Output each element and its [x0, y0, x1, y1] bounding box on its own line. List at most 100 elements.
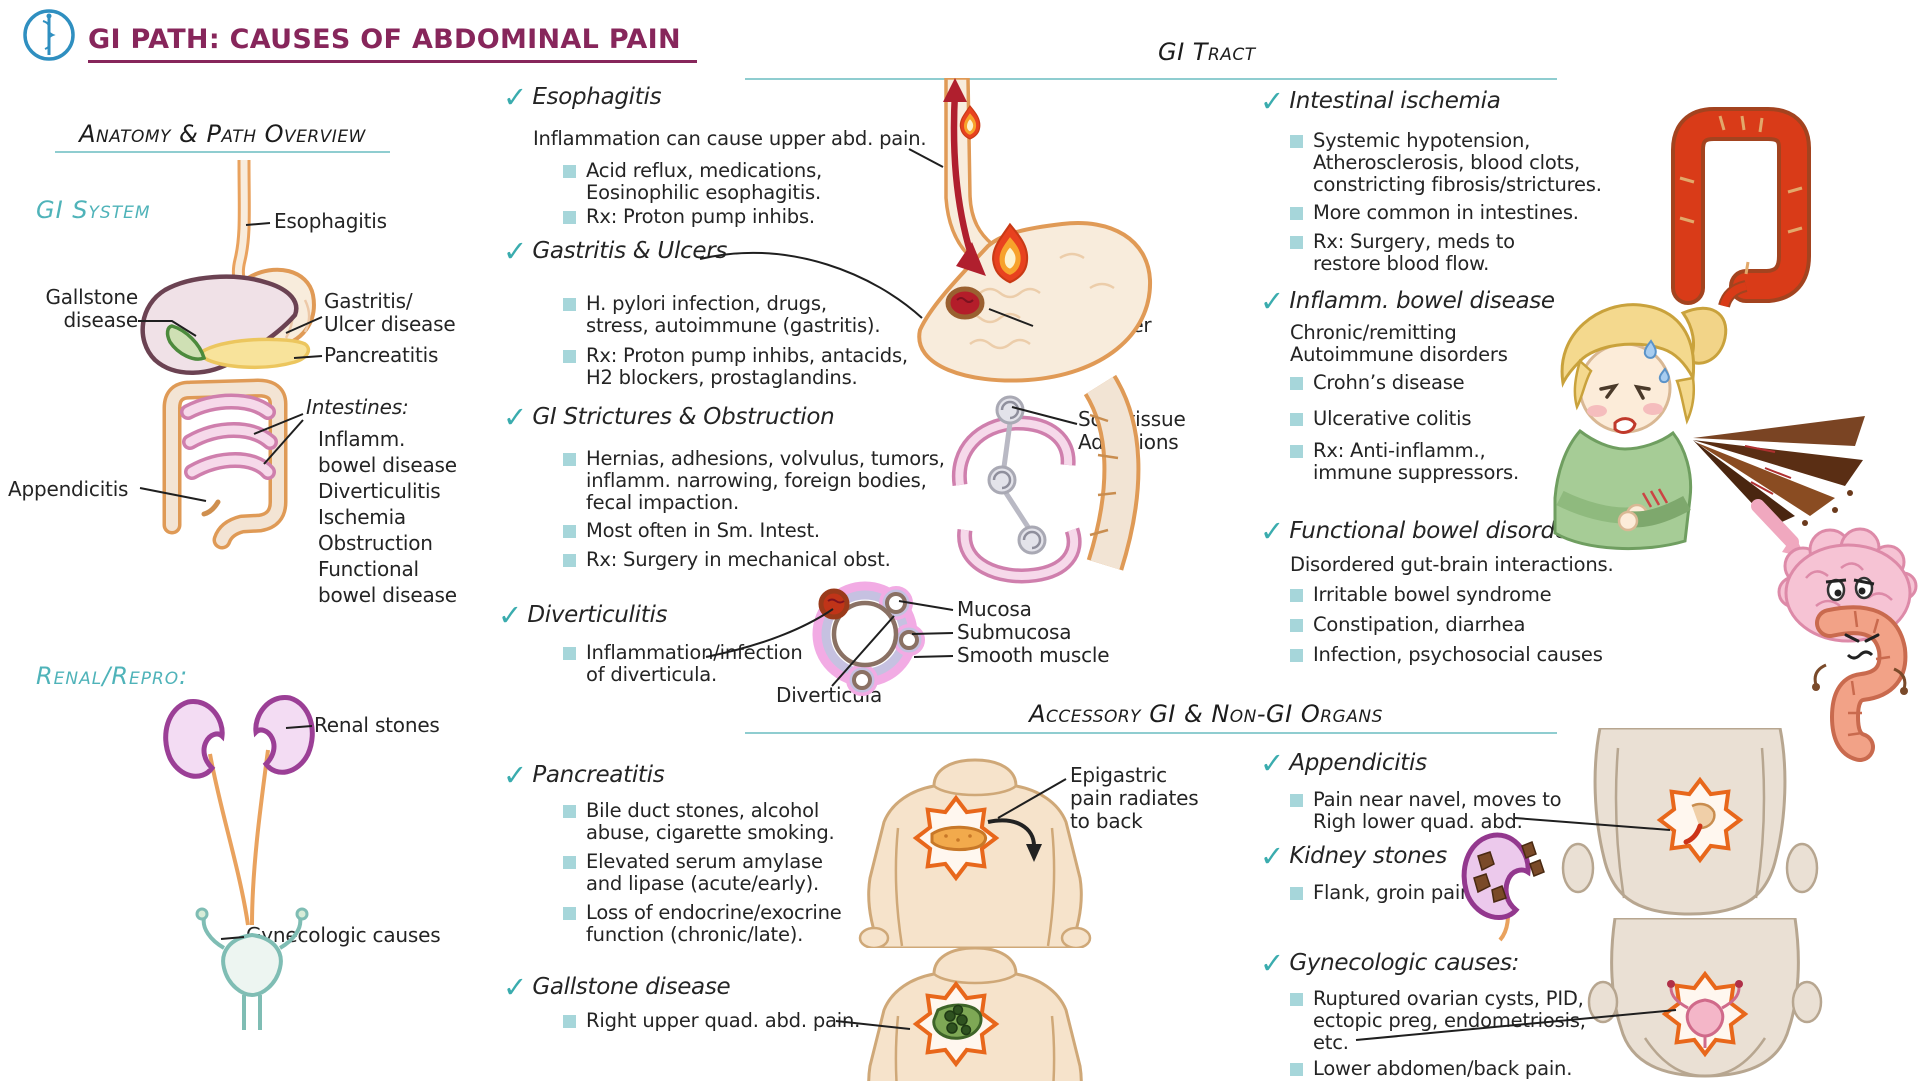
checkmark-icon: ✓ — [1260, 514, 1285, 548]
section-gynecologic-causes: ✓ Gynecologic causes: — [1260, 946, 1520, 980]
checkmark-icon: ✓ — [503, 234, 528, 268]
bullet-item: Rx: Anti-inflamm., immune suppressors. — [1290, 440, 1519, 484]
radiates-arrow — [987, 818, 1036, 847]
bullet-item: Acid reflux, medications, Eosinophilic e… — [563, 160, 822, 204]
section-intestinal-ischemia: ✓ Intestinal ischemia — [1260, 84, 1501, 118]
anatomy-overview-underline — [55, 151, 390, 153]
bullet-item: Ulcerative colitis — [1290, 408, 1471, 430]
mouth — [1842, 610, 1858, 622]
annoyed-eyes — [1825, 576, 1875, 602]
section-diverticulitis: ✓ Diverticulitis — [498, 598, 668, 632]
bullet-square-icon — [1290, 135, 1303, 148]
pain-starburst-icon — [1656, 776, 1744, 864]
label-renal-stones: Renal stones — [314, 713, 440, 737]
bullet-square-icon — [1290, 794, 1303, 807]
label-scar-tissue-adhesions: Scar tissue Adhesions — [1078, 407, 1186, 454]
bullet-square-icon — [1290, 649, 1303, 662]
appendix-shape — [201, 499, 221, 517]
kidney-shape — [1461, 832, 1531, 920]
pained-eyes — [1599, 383, 1651, 400]
bullet-square-icon — [1290, 619, 1303, 632]
label-peptic-ulcer: Peptic ulcer — [1037, 313, 1152, 337]
torso-gallstone-illustration — [867, 946, 1083, 1081]
label-smooth-muscle: Smooth muscle — [957, 643, 1110, 667]
bullet-square-icon — [563, 350, 576, 363]
accessory-header: Accessory GI & Non-GI Organs — [1029, 700, 1383, 728]
bullet-item: Elevated serum amylase and lipase (acute… — [563, 851, 823, 895]
bullet-item: Most often in Sm. Intest. — [563, 520, 820, 542]
bullet-square-icon — [1290, 589, 1303, 602]
sweat-drop-icon — [1643, 339, 1670, 384]
pink-pointer-icon — [1751, 499, 1799, 549]
label-appendicitis: Appendicitis — [8, 477, 129, 501]
bullet-square-icon — [563, 453, 576, 466]
bullet-square-icon — [1290, 377, 1303, 390]
bullet-item: Pain near navel, moves to Righ lower qua… — [1290, 789, 1562, 833]
title-underline — [88, 60, 697, 63]
label-gynecologic-causes: Gynecologic causes — [246, 923, 441, 947]
bullet-item: Infection, psychosocial causes — [1290, 644, 1603, 666]
esophagitis-note: Inflammation can cause upper abd. pain. — [533, 127, 927, 150]
kidney-stones — [1473, 841, 1545, 903]
bullet-item: Rx: Proton pump inhibs. — [563, 206, 815, 228]
angry-eyes — [1844, 633, 1880, 643]
bullet-square-icon — [563, 856, 576, 869]
bullet-item: H. pylori infection, drugs, stress, auto… — [563, 293, 881, 337]
bullet-item: Irritable bowel syndrome — [1290, 584, 1552, 606]
label-submucosa: Submucosa — [957, 620, 1072, 644]
bullet-item: Hernias, adhesions, volvulus, tumors, in… — [563, 448, 945, 514]
bullet-square-icon — [1290, 236, 1303, 249]
bullet-item: Flank, groin pain. — [1290, 882, 1478, 904]
bullet-square-icon — [1290, 887, 1303, 900]
gallstones — [944, 1004, 972, 1036]
anatomy-overview-header: Anatomy & Path Overview — [79, 120, 366, 148]
section-gastritis-ulcers: ✓ Gastritis & Ulcers — [503, 234, 728, 268]
accessory-underline — [745, 732, 1557, 734]
pancreas-shape — [930, 825, 988, 852]
page-title: GI PATH: CAUSES OF ABDOMINAL PAIN — [88, 24, 681, 55]
bullet-item: More common in intestines. — [1290, 202, 1579, 224]
checkmark-icon: ✓ — [503, 758, 528, 792]
checkmark-icon: ✓ — [498, 598, 523, 632]
flame-icon — [992, 222, 1029, 284]
bullet-item: Rx: Proton pump inhibs, antacids, H2 blo… — [563, 345, 908, 389]
label-esophagitis: Esophagitis — [274, 209, 387, 233]
bullet-square-icon — [563, 298, 576, 311]
bullet-square-icon — [563, 525, 576, 538]
checkmark-icon: ✓ — [503, 970, 528, 1004]
bullet-item: Loss of endocrine/exocrine function (chr… — [563, 902, 842, 946]
section-inflamm-bowel-disease: ✓ Inflamm. bowel disease — [1260, 284, 1555, 318]
bullet-item: Bile duct stones, alcohol abuse, cigaret… — [563, 800, 835, 844]
bullet-item: Rx: Surgery, meds to restore blood flow. — [1290, 231, 1515, 275]
gi-tract-underline — [745, 78, 1557, 80]
diverticulum-pouches — [846, 586, 925, 696]
label-gastritis-ulcer: Gastritis/ Ulcer disease — [324, 289, 456, 336]
bullet-item: Rx: Surgery in mechanical obst. — [563, 549, 891, 571]
bullet-square-icon — [1290, 445, 1303, 458]
checkmark-icon: ✓ — [1260, 746, 1285, 780]
section-kidney-stones: ✓ Kidney stones — [1260, 839, 1447, 873]
checkmark-icon: ✓ — [503, 400, 528, 434]
inflamed-diverticulum-shape — [818, 588, 850, 620]
section-esophagitis: ✓ Esophagitis — [503, 80, 662, 114]
bullet-square-icon — [1290, 993, 1303, 1006]
pain-starburst-icon — [1661, 970, 1749, 1058]
staff-of-asclepius-icon — [23, 9, 75, 61]
diarrhea-illustration — [1693, 416, 1865, 526]
section-gallstone-disease: ✓ Gallstone disease — [503, 970, 731, 1004]
section-gi-strictures: ✓ GI Strictures & Obstruction — [503, 400, 835, 434]
ischemic-colon-illustration — [1671, 107, 1811, 308]
bullet-square-icon — [563, 1015, 576, 1028]
bullet-square-icon — [563, 805, 576, 818]
section-functional-bowel: ✓ Functional bowel disorders — [1260, 514, 1590, 548]
reflux-arrow — [950, 91, 976, 259]
gi-system-label: GI System — [36, 196, 151, 224]
label-mucosa: Mucosa — [957, 597, 1032, 621]
brain-illustration — [1751, 499, 1918, 643]
label-diverticula: Diverticula — [776, 683, 883, 707]
gi-tract-header: GI Tract — [1158, 38, 1256, 66]
bullet-item: Crohn’s disease — [1290, 372, 1465, 394]
bullet-square-icon — [1290, 1063, 1303, 1076]
